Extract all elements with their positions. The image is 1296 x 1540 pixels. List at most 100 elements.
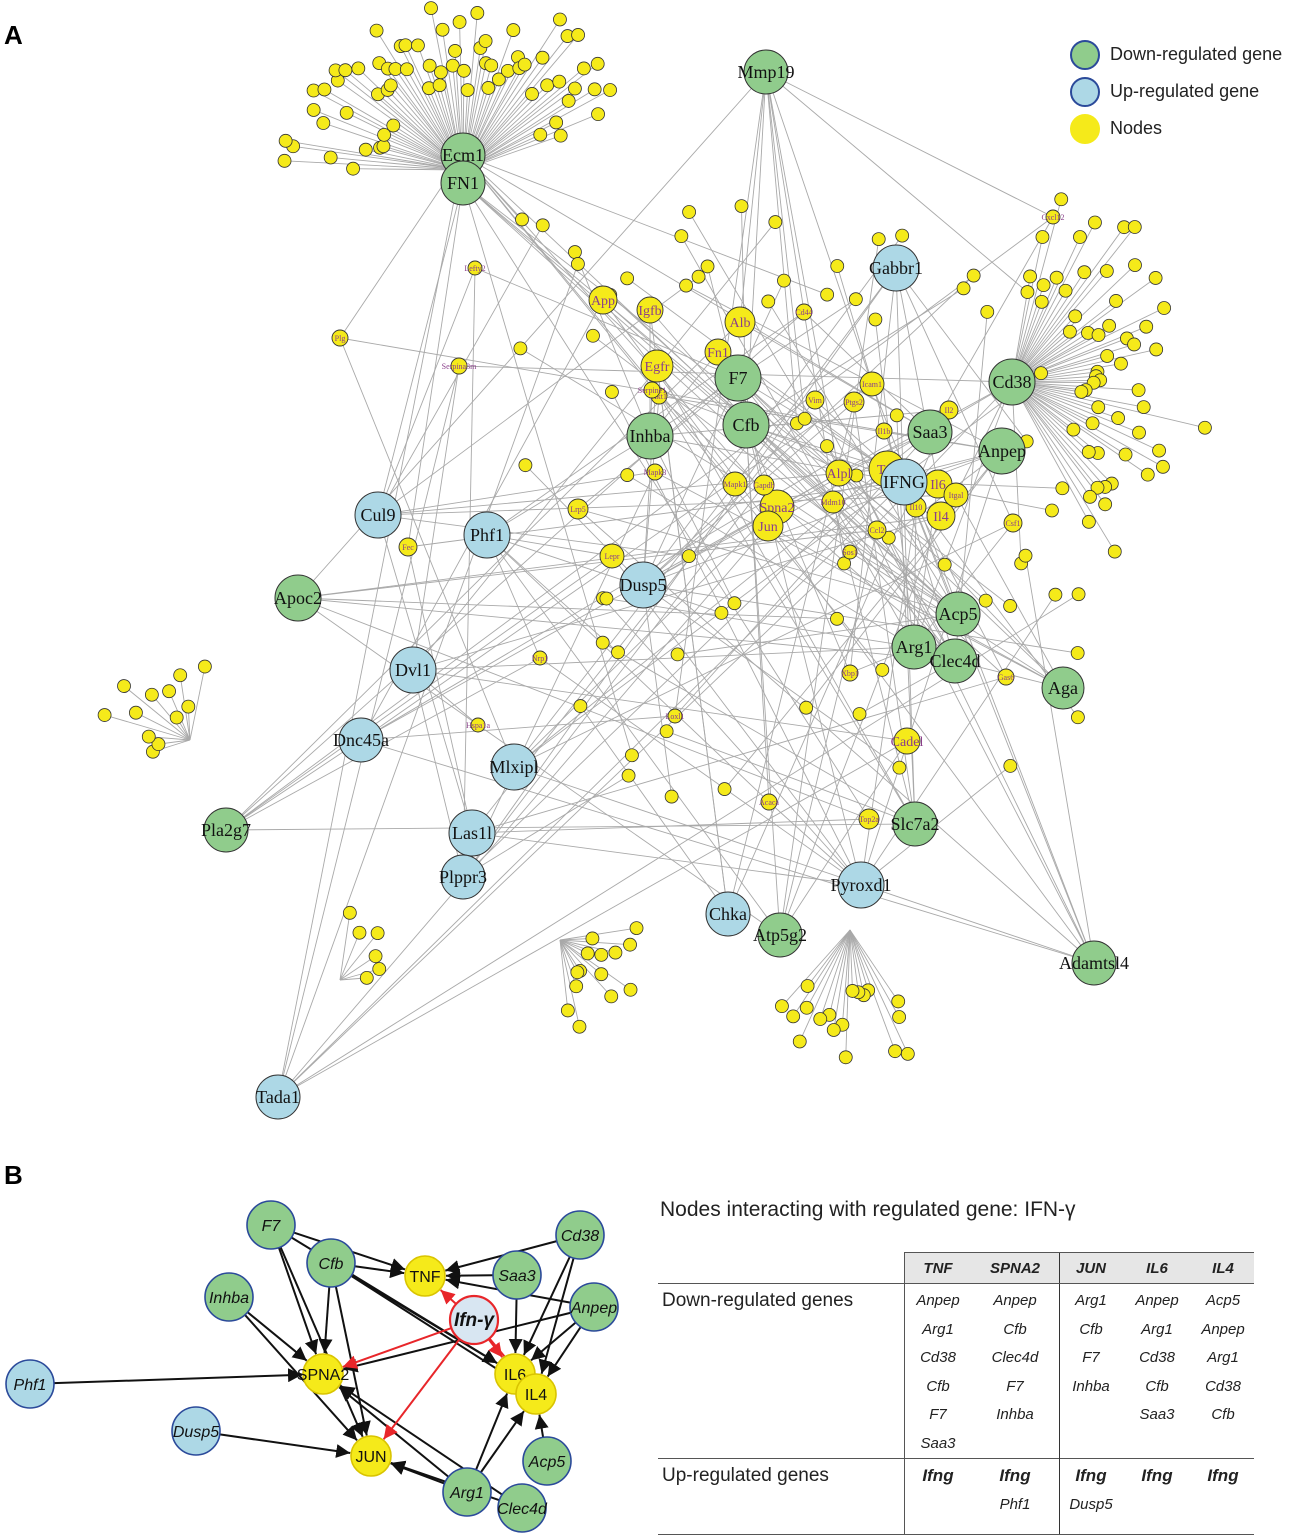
gene-label: Apoc2 bbox=[274, 588, 322, 608]
gene-name: Cfb bbox=[926, 1377, 950, 1395]
network-node bbox=[1054, 192, 1069, 207]
node-circle bbox=[643, 381, 661, 399]
network-node bbox=[368, 949, 383, 964]
gene-circle bbox=[619, 561, 667, 609]
network-node bbox=[484, 58, 499, 73]
node-circle bbox=[821, 490, 845, 514]
network-node bbox=[351, 61, 366, 76]
gene-name: Dusp5 bbox=[1069, 1495, 1113, 1513]
edge bbox=[642, 401, 855, 586]
edge bbox=[1011, 381, 1024, 564]
gene-name: Cfb bbox=[1003, 1320, 1027, 1338]
legend-swatch-up bbox=[1070, 76, 1100, 107]
gene-label: Saa3 bbox=[913, 422, 948, 442]
network-node bbox=[323, 150, 338, 165]
gene-name: Cd38 bbox=[1205, 1377, 1241, 1395]
gene-label: Phf1 bbox=[470, 525, 504, 545]
network-node bbox=[1128, 258, 1142, 272]
network-node bbox=[561, 94, 576, 108]
network-node bbox=[432, 78, 447, 93]
network-node bbox=[1149, 342, 1164, 357]
gene-node-saa3: Saa3 bbox=[492, 1250, 542, 1300]
node-label: Il4 bbox=[933, 510, 949, 525]
network-node bbox=[714, 606, 729, 620]
gene-node-circle bbox=[246, 1200, 296, 1250]
gene-f7: F7 bbox=[714, 354, 762, 402]
gene-node-circle bbox=[350, 1435, 392, 1477]
gene-label: Pyroxd1 bbox=[830, 875, 891, 895]
edge bbox=[323, 122, 464, 171]
network-node bbox=[144, 687, 159, 702]
edge bbox=[779, 740, 908, 936]
edge-acp5-il4 bbox=[534, 1414, 549, 1438]
gene-phf1: Phf1 bbox=[463, 511, 511, 559]
edge bbox=[727, 401, 856, 915]
edge bbox=[799, 929, 851, 1042]
network-node bbox=[792, 1034, 807, 1049]
network-node bbox=[141, 729, 156, 744]
network-node bbox=[621, 768, 636, 783]
gene-circle bbox=[354, 491, 402, 539]
edge-anpep-il6 bbox=[530, 1321, 577, 1362]
edge bbox=[577, 508, 959, 615]
edge bbox=[658, 395, 916, 825]
network-node bbox=[978, 593, 993, 608]
legend-label-down: Down-regulated gene bbox=[1110, 44, 1283, 64]
edge bbox=[513, 522, 1014, 768]
network-node bbox=[277, 153, 292, 168]
edge bbox=[1011, 236, 1081, 383]
edge bbox=[539, 657, 862, 886]
edge bbox=[471, 832, 862, 886]
network-node bbox=[181, 699, 196, 714]
gene-table: TNF SPNA2 JUN IL6 IL4 Down-regulated gen… bbox=[658, 1252, 1254, 1535]
edge bbox=[803, 311, 931, 433]
edge bbox=[1011, 222, 1096, 383]
network-node bbox=[1081, 445, 1096, 459]
gene-name: Inhba bbox=[996, 1406, 1034, 1423]
network-node bbox=[682, 549, 696, 564]
network-node bbox=[359, 970, 374, 985]
edge bbox=[330, 155, 464, 171]
edge bbox=[1011, 226, 1125, 383]
node-label: Nrp1 bbox=[532, 654, 548, 663]
gene-node-circle bbox=[171, 1406, 221, 1456]
edges bbox=[104, 8, 1206, 1098]
node-label: Loxl1 bbox=[665, 712, 684, 721]
gene-circle bbox=[988, 358, 1036, 406]
gene-name: Cfb bbox=[1145, 1377, 1169, 1395]
node-mapk3: Mapk3 bbox=[644, 463, 666, 481]
gene-label: Cd38 bbox=[992, 372, 1031, 392]
col-header-spna2: SPNA2 bbox=[971, 1252, 1060, 1284]
gene-adamtsl4: Adamtsl4 bbox=[1059, 940, 1129, 986]
edge bbox=[377, 467, 888, 516]
gene-name: Ifng bbox=[922, 1466, 954, 1485]
node-circle bbox=[795, 303, 813, 321]
network-node bbox=[1070, 646, 1085, 660]
node-circle bbox=[760, 793, 778, 811]
network-node bbox=[553, 12, 567, 27]
network-node bbox=[585, 931, 600, 946]
gene-name: Cfb bbox=[1211, 1406, 1235, 1423]
edge bbox=[1011, 381, 1106, 505]
network-node bbox=[664, 789, 679, 804]
node-vim: Vim bbox=[805, 390, 825, 410]
network-node bbox=[888, 1044, 902, 1059]
network-node bbox=[572, 1019, 587, 1034]
edge bbox=[1011, 270, 1108, 383]
edge-ifng-il6 bbox=[487, 1338, 504, 1358]
gene-node-label: F7 bbox=[262, 1218, 282, 1235]
network-node bbox=[691, 269, 706, 284]
edge bbox=[339, 337, 515, 768]
network-node bbox=[734, 199, 749, 214]
network-node bbox=[549, 115, 564, 130]
cell-up-il4: Ifng bbox=[1192, 1458, 1254, 1535]
edge-cfb-il4 bbox=[350, 1275, 519, 1384]
edge-arg1-il6 bbox=[475, 1393, 509, 1471]
network-node bbox=[623, 982, 638, 997]
edge bbox=[642, 584, 900, 769]
gene-circle bbox=[626, 412, 674, 460]
edge bbox=[738, 71, 767, 323]
